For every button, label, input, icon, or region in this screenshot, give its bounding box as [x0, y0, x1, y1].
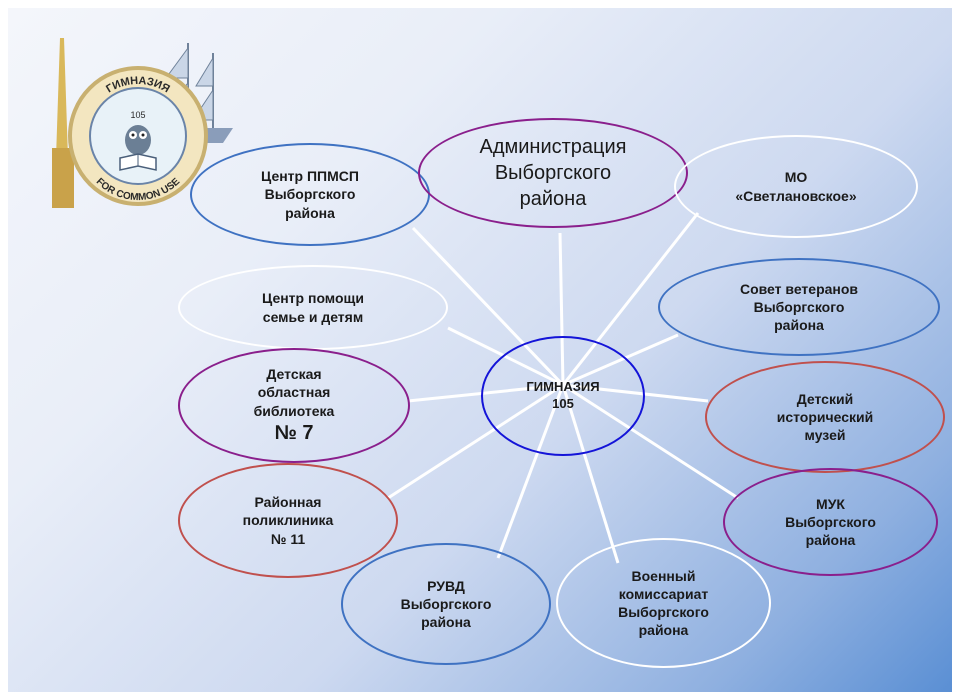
node-family-help-center: Центр помощи семье и детям — [178, 265, 448, 350]
node-family-label: Центр помощи семье и детям — [262, 290, 364, 325]
node-gymnasium-105: ГИМНАЗИЯ 105 — [481, 336, 645, 456]
node-mo-label: МО «Светлановское» — [735, 169, 857, 204]
node-clinic-label: Районная поликлиника № 11 — [242, 494, 334, 547]
node-military-label: Военный комиссариат Выборгского района — [618, 567, 709, 639]
spire-icon — [56, 38, 68, 158]
node-muk-label: МУК Выборгского района — [785, 495, 876, 549]
emblem-number: 105 — [130, 110, 145, 120]
book-icon — [119, 153, 157, 171]
node-ruvd: РУВД Выборгского района — [341, 543, 551, 665]
node-library-title: Детская областная библиотека — [253, 366, 335, 419]
node-veterans-council: Совет ветеранов Выборгского района — [658, 258, 940, 356]
node-military-commissariat: Военный комиссариат Выборгского района — [556, 538, 771, 668]
node-ppmsp-label: Центр ППМСП Выборгского района — [261, 168, 359, 221]
node-history-museum: Детский исторический музей — [705, 361, 945, 473]
node-veterans-label: Совет ветеранов Выборгского района — [739, 280, 859, 334]
gymnasium-emblem: ГИМНАЗИЯ FOR COMMON USE 105 — [52, 38, 233, 208]
node-administration: Администрация Выборгского района — [418, 118, 688, 228]
node-administration-label: Администрация Выборгского района — [479, 136, 627, 210]
node-muk: МУК Выборгского района — [723, 468, 938, 576]
owl-icon — [125, 125, 151, 155]
node-library-number: № 7 — [274, 421, 314, 444]
node-museum-label: Детский исторический музей — [776, 390, 874, 444]
node-ppmsp-center: Центр ППМСП Выборгского района — [190, 143, 430, 246]
node-district-clinic: Районная поликлиника № 11 — [178, 463, 398, 578]
node-mo-svetlanovskoe: МО «Светлановское» — [674, 135, 918, 238]
node-ruvd-label: РУВД Выборгского района — [400, 577, 492, 631]
slide: ГИМНАЗИЯ FOR COMMON USE 105 Центр ППМСП … — [8, 8, 952, 692]
center-label: ГИМНАЗИЯ 105 — [526, 379, 600, 411]
